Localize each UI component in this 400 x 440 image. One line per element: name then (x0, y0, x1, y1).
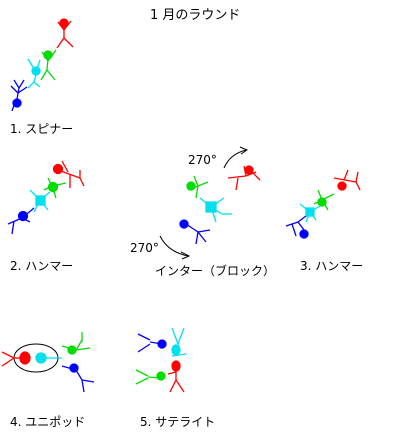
jumper-blue (61, 363, 95, 393)
formation-label-hammer-left: 2. ハンマー (10, 259, 74, 273)
formation-unipod (1, 332, 95, 393)
jumper-blue (137, 333, 167, 353)
jumper-blue (285, 215, 309, 239)
rotation-label-bottom: 270° (130, 241, 159, 255)
formation-hammer-right (285, 169, 361, 239)
jumper-green (43, 177, 67, 199)
formation-label-satellite: 5. サテライト (140, 415, 216, 429)
jumper-blue (10, 79, 28, 112)
jumper-green (186, 175, 209, 199)
rotation-arrow-top (223, 149, 247, 169)
formation-inter (159, 146, 261, 260)
jumper-cyan (29, 189, 51, 213)
jumper-red (1, 351, 31, 367)
formation-label-spinner: 1. スピナー (10, 122, 74, 136)
jumper-blue (7, 207, 35, 235)
jumper-red (56, 18, 74, 49)
jumper-red (167, 360, 185, 393)
formation-label-unipod: 4. ユニポッド (10, 415, 86, 429)
formation-spinner (10, 18, 74, 112)
jumper-red (227, 165, 261, 191)
jumper-red (333, 169, 361, 191)
jumper-cyan (35, 352, 62, 364)
jumper-blue (179, 219, 211, 245)
rotation-label-top: 270° (188, 153, 217, 167)
jumper-green (61, 332, 91, 355)
formation-hammer-left (7, 160, 85, 235)
jumper-green (313, 189, 335, 211)
jumper-cyan (171, 327, 187, 357)
formation-label-inter: インター（ブロック） (155, 264, 276, 278)
jumper-green (40, 49, 57, 81)
jumper-cyan (299, 203, 321, 223)
formation-label-hammer-right: 3. ハンマー (300, 259, 364, 273)
jumper-red (52, 160, 85, 188)
formation-satellite (135, 327, 187, 393)
page-title: 1 月のラウンド (150, 8, 241, 23)
jumper-green (135, 369, 166, 385)
jumper-cyan (27, 58, 41, 89)
jumper-cyan (199, 197, 232, 223)
rotation-arrow-bottom (159, 235, 189, 257)
